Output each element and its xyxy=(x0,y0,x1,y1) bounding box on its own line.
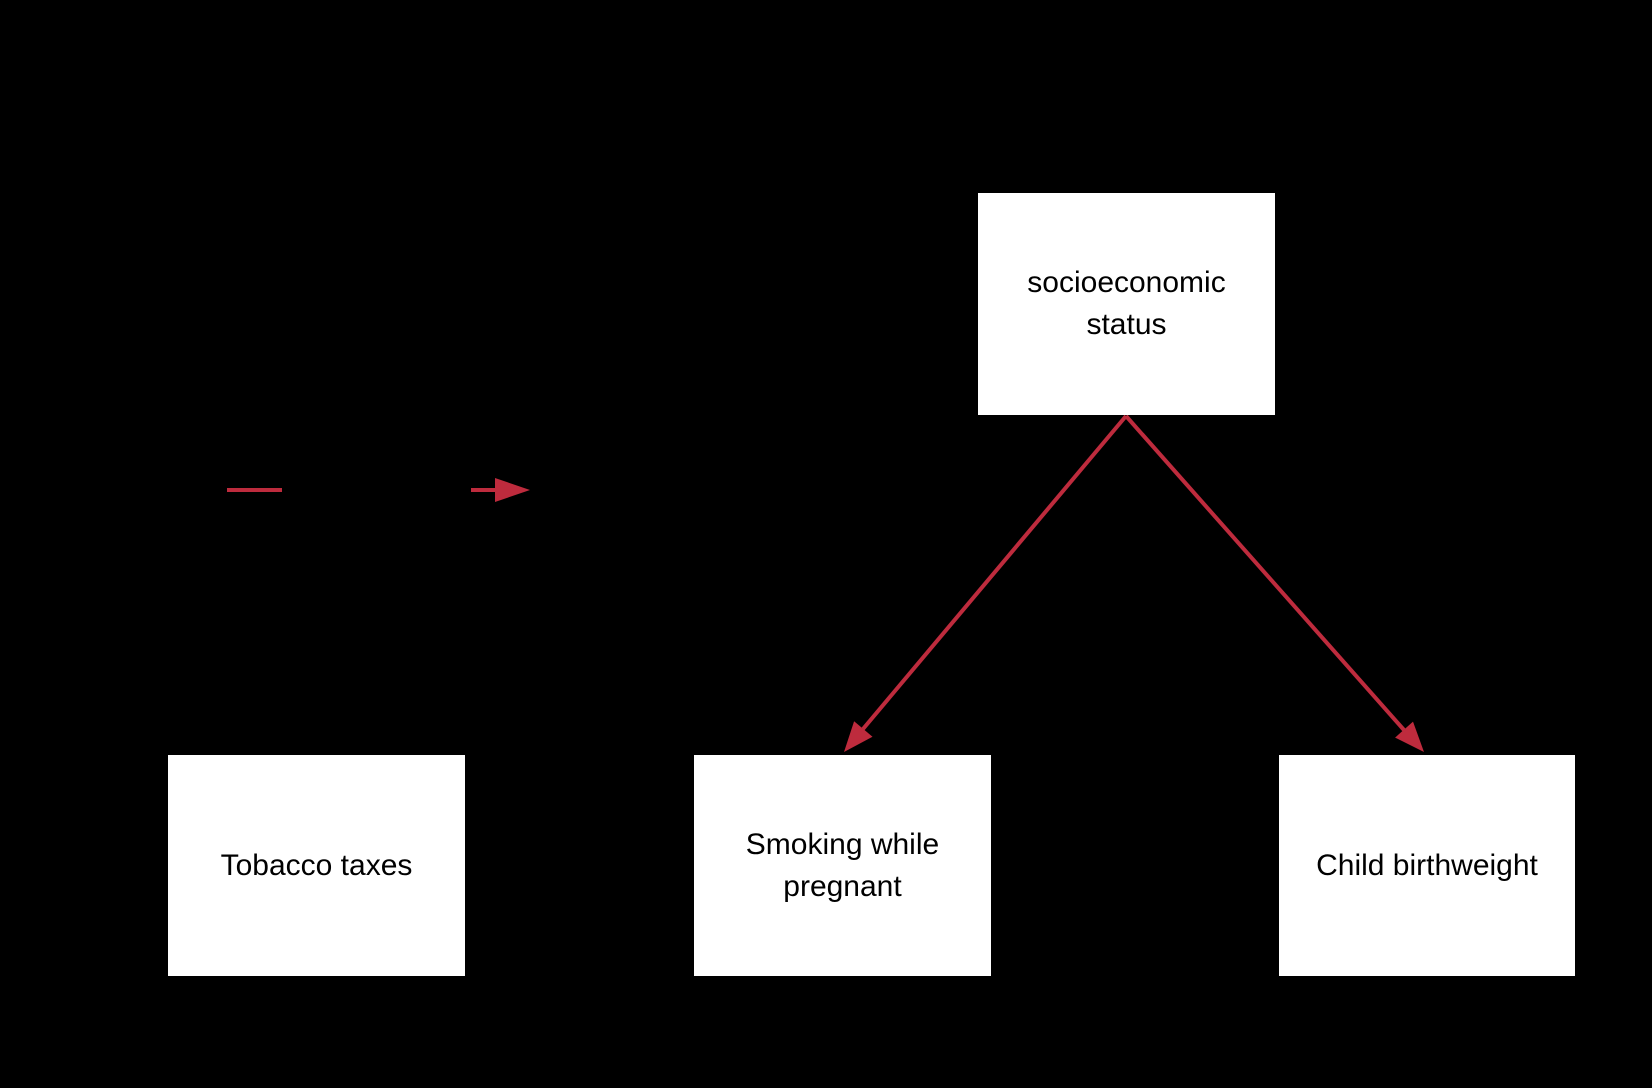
node-smoking-while-pregnant-label: Smoking while pregnant xyxy=(745,827,940,903)
node-tobacco-taxes: Tobacco taxes xyxy=(168,755,465,976)
edge-ses-birthweight-arrowhead-icon xyxy=(1395,721,1424,752)
node-smoking-while-pregnant: Smoking while pregnant xyxy=(694,755,991,976)
legend xyxy=(227,478,530,502)
node-tobacco-taxes-label: Tobacco taxes xyxy=(220,848,413,882)
node-child-birthweight-label: Child birthweight xyxy=(1316,848,1538,882)
legend-arrow-symbol-head-icon xyxy=(495,478,530,502)
node-socioeconomic-status-label: socioeconomic status xyxy=(1027,266,1226,341)
edge-ses-smoking-arrowhead-icon xyxy=(844,721,873,752)
edge-ses-smoking xyxy=(844,414,1128,752)
edge-ses-birthweight-line xyxy=(1124,414,1406,732)
node-child-birthweight: Child birthweight xyxy=(1279,755,1575,976)
node-socioeconomic-status: socioeconomic status xyxy=(978,193,1275,415)
edge-ses-smoking-line xyxy=(861,414,1128,731)
edge-ses-birthweight xyxy=(1124,414,1424,752)
